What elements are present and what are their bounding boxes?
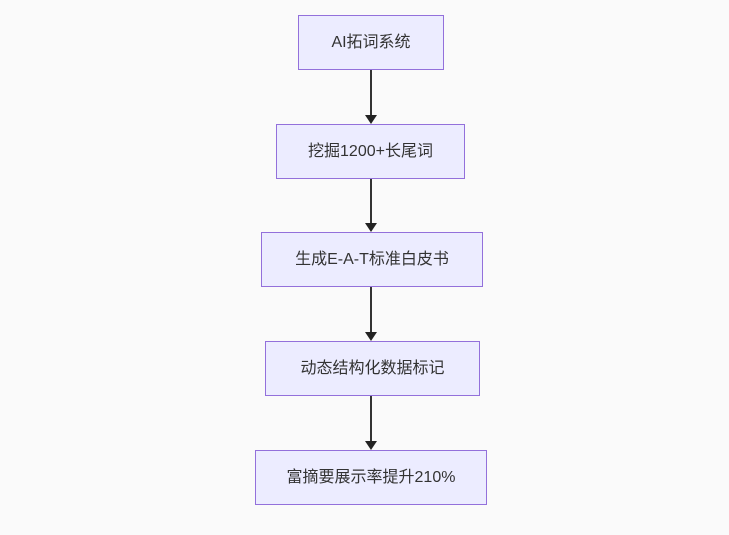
arrow-line — [370, 70, 372, 115]
arrow-down-icon — [365, 223, 377, 232]
flow-node-ai-word-expansion-system: AI拓词系统 — [298, 15, 444, 70]
flow-node-rich-snippet-rate-increase: 富摘要展示率提升210% — [255, 450, 487, 505]
flow-node-dynamic-structured-data-markup: 动态结构化数据标记 — [265, 341, 480, 396]
arrow-line — [370, 287, 372, 332]
arrow-down-icon — [365, 441, 377, 450]
flow-node-mine-longtail-keywords: 挖掘1200+长尾词 — [276, 124, 465, 179]
arrow-line — [370, 179, 372, 223]
flow-node-generate-eat-whitepaper: 生成E-A-T标准白皮书 — [261, 232, 483, 287]
flow-edge-1 — [365, 70, 377, 124]
flow-edge-2 — [365, 179, 377, 232]
node-label: AI拓词系统 — [331, 33, 411, 51]
arrow-down-icon — [365, 332, 377, 341]
arrow-down-icon — [365, 115, 377, 124]
arrow-line — [370, 396, 372, 441]
node-label: 富摘要展示率提升210% — [286, 468, 456, 486]
node-label: 生成E-A-T标准白皮书 — [295, 250, 449, 268]
flow-edge-4 — [365, 396, 377, 450]
node-label: 动态结构化数据标记 — [300, 359, 445, 377]
flow-edge-3 — [365, 287, 377, 341]
node-label: 挖掘1200+长尾词 — [308, 142, 433, 160]
